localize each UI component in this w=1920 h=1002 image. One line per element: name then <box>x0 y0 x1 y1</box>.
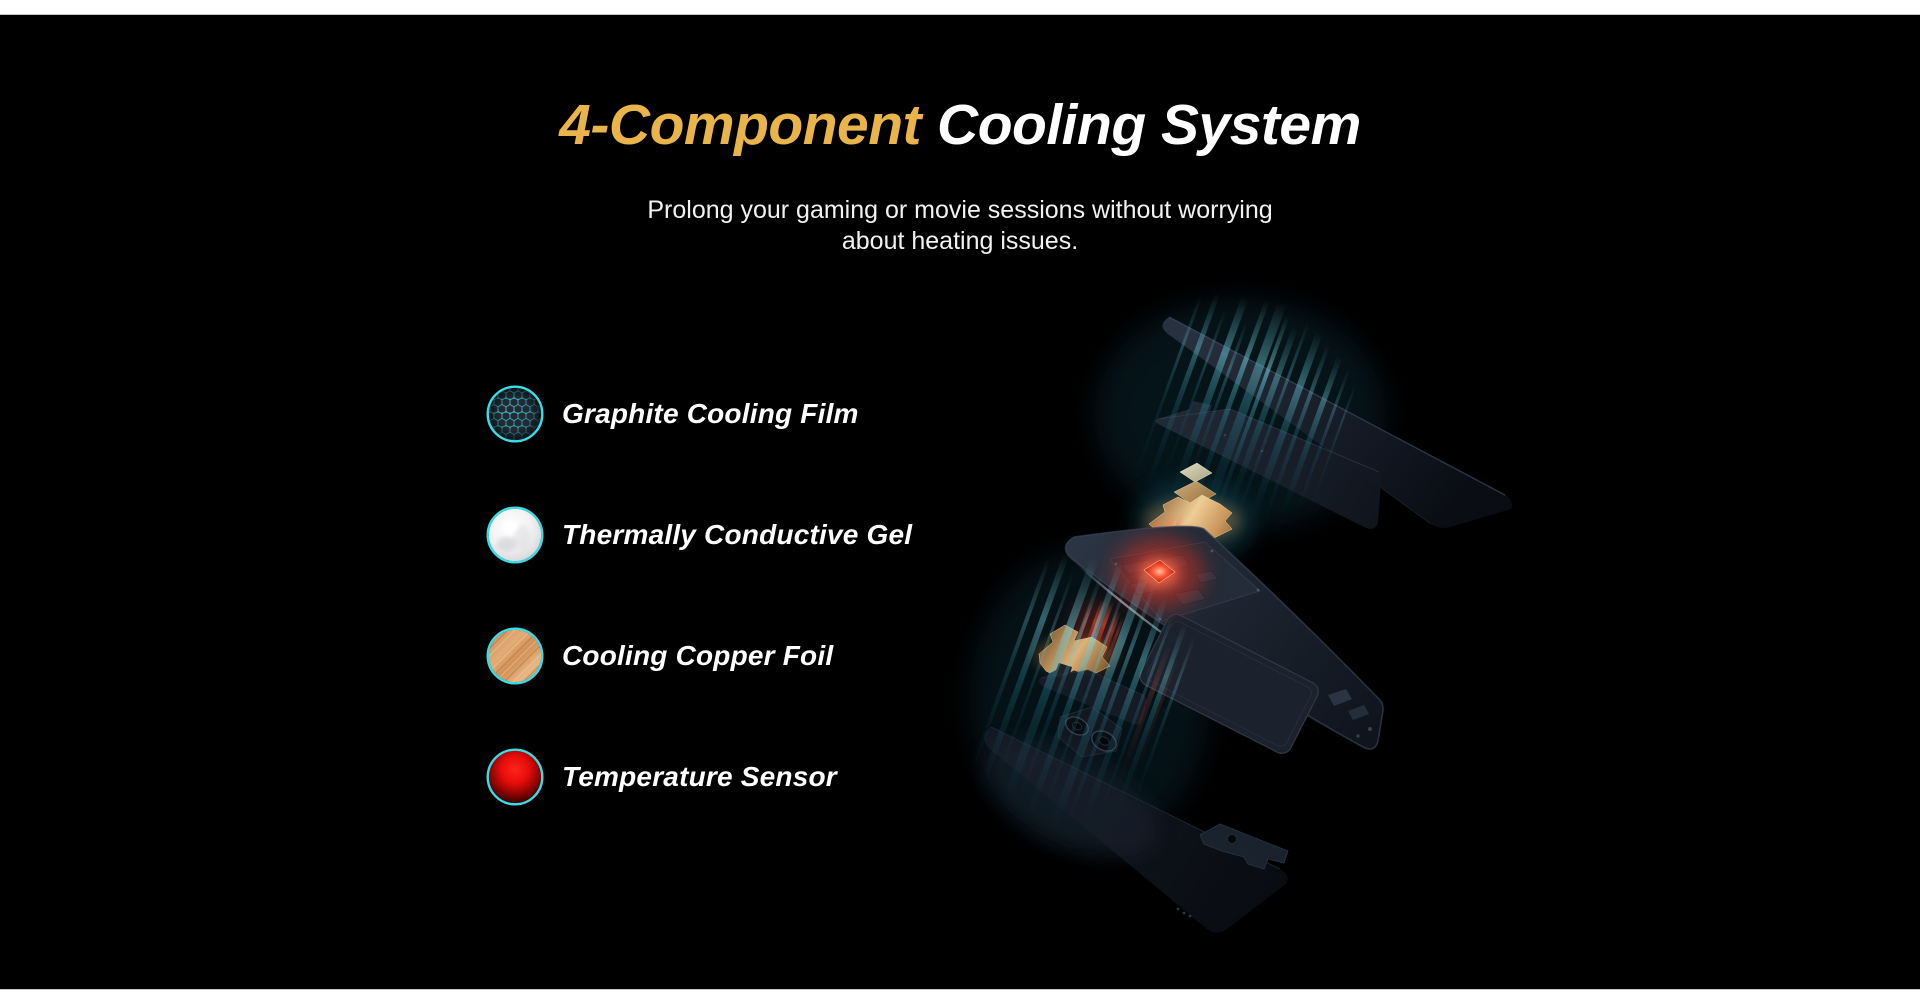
feature-item-thermal-gel: Thermally Conductive Gel <box>486 506 912 564</box>
feature-item-temperature-sensor: Temperature Sensor <box>486 748 912 806</box>
section-title-rest: Cooling System <box>937 93 1361 157</box>
subtitle-line-1: Prolong your gaming or movie sessions wi… <box>647 196 1273 224</box>
section-title-highlight: 4-Component <box>559 93 922 157</box>
copper-foil-icon <box>486 627 544 685</box>
section-subtitle: Prolong your gaming or movie sessions wi… <box>0 195 1920 257</box>
port-details <box>1328 689 1372 738</box>
page-top-strip <box>0 0 1920 15</box>
thermal-gel-icon <box>486 506 544 564</box>
feature-label: Thermally Conductive Gel <box>562 519 913 550</box>
thermal-gel-pads <box>1173 462 1217 507</box>
temperature-hotspot <box>1114 537 1204 609</box>
temperature-sensor-icon <box>486 748 544 806</box>
page-bottom-strip <box>0 989 1920 1002</box>
feature-label: Cooling Copper Foil <box>562 640 834 671</box>
feature-item-copper-foil: Cooling Copper Foil <box>486 627 912 685</box>
subtitle-line-2: about heating issues. <box>841 227 1079 255</box>
feature-item-graphite-film: Graphite Cooling Film <box>486 385 912 443</box>
feature-label: Temperature Sensor <box>562 761 837 792</box>
graphite-film-icon <box>486 385 544 443</box>
speaker-holes <box>1176 907 1192 918</box>
exploded-phone-illustration <box>968 292 1513 933</box>
cooling-beams-upper <box>1134 292 1357 525</box>
cooling-beams-lower <box>968 552 1196 831</box>
bracket-plate <box>1199 823 1289 870</box>
feature-list: Graphite Cooling Film <box>486 385 912 869</box>
feature-label: Graphite Cooling Film <box>562 398 859 429</box>
